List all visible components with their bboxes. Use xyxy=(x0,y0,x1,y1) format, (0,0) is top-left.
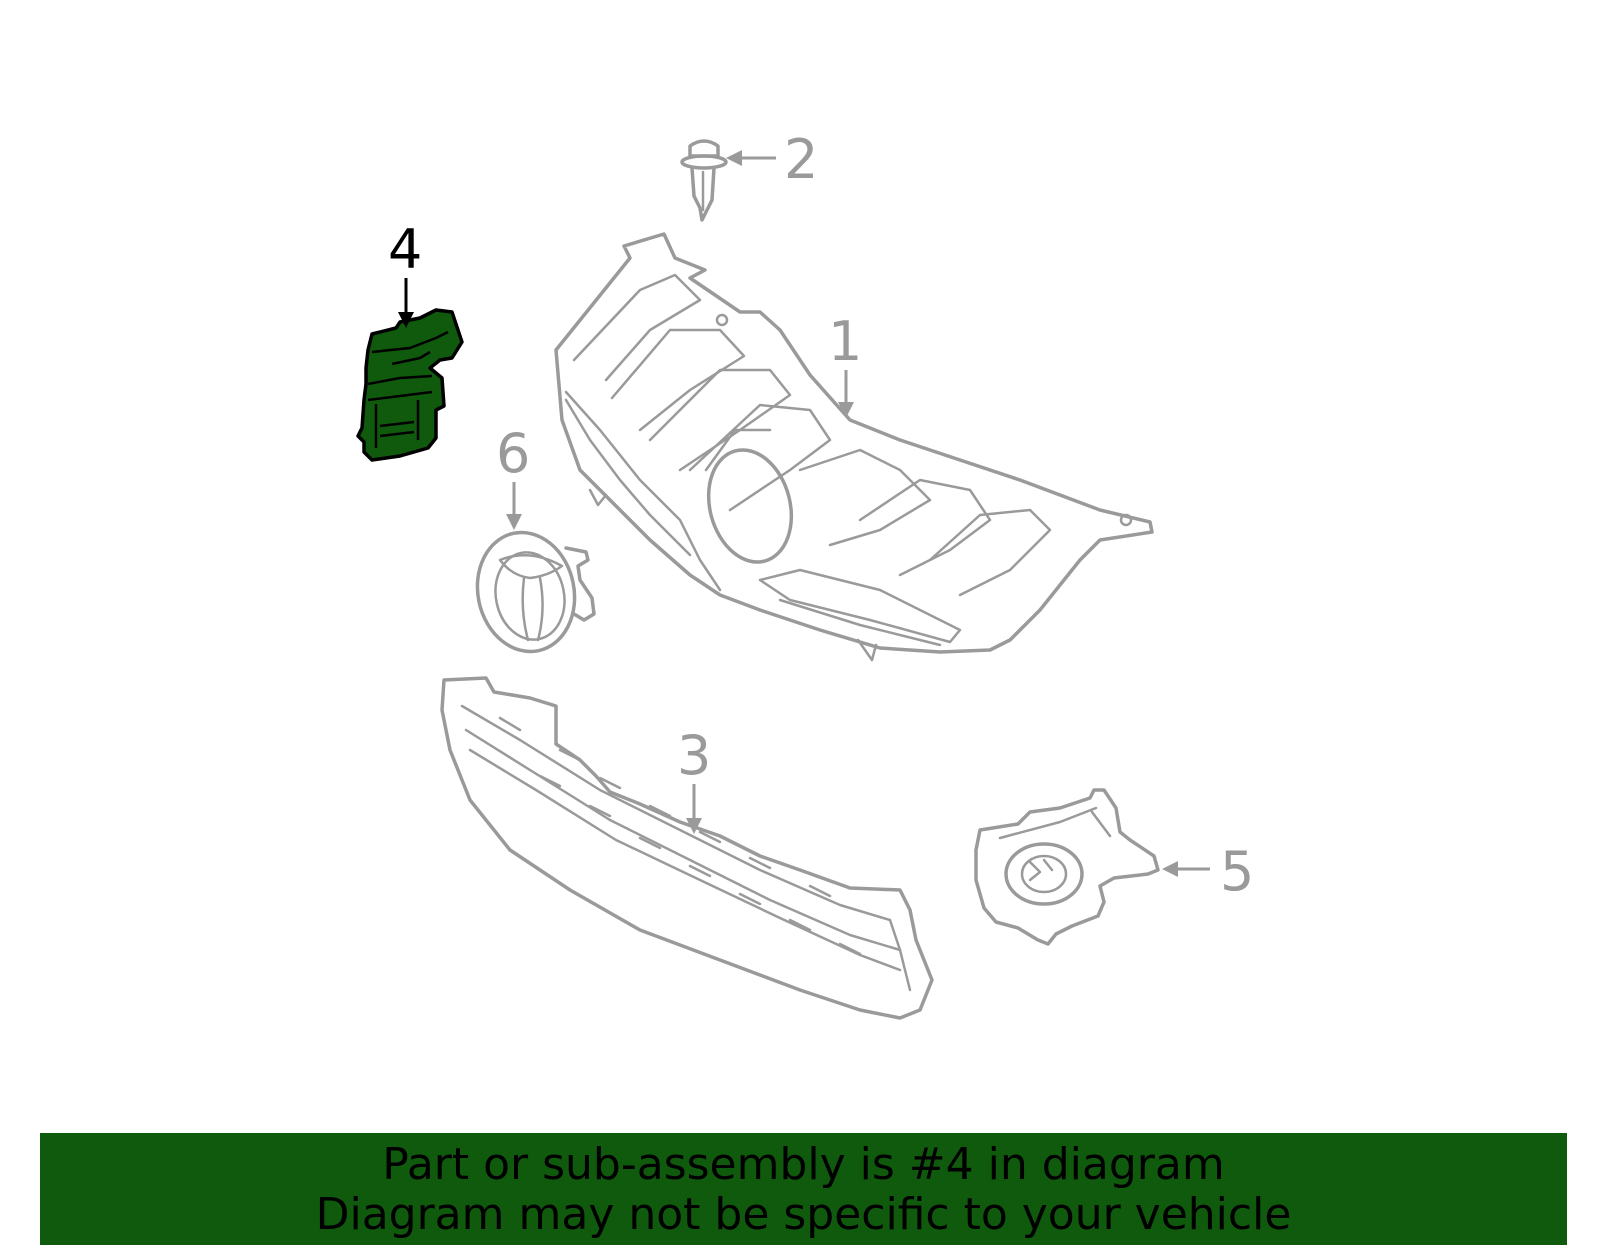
callout-6: 6 xyxy=(496,422,530,530)
footer-banner: Part or sub-assembly is #4 in diagram Di… xyxy=(40,1133,1567,1245)
callout-1: 1 xyxy=(828,310,862,418)
footer-line-1: Part or sub-assembly is #4 in diagram xyxy=(382,1139,1225,1190)
part-6-emblem[interactable] xyxy=(467,523,596,660)
callout-3-number: 3 xyxy=(677,724,711,787)
callout-5-number: 5 xyxy=(1220,840,1254,903)
part-5-fog-bezel[interactable] xyxy=(974,788,1160,946)
callout-2-number: 2 xyxy=(784,128,818,191)
callout-6-number: 6 xyxy=(496,422,530,485)
callout-2: 2 xyxy=(726,128,818,191)
callout-4-number: 4 xyxy=(388,218,422,281)
part-4-bracket[interactable] xyxy=(356,308,464,462)
part-2-clip[interactable] xyxy=(680,139,728,222)
part-3-lower-grille[interactable] xyxy=(440,676,934,1020)
callout-3: 3 xyxy=(677,724,711,834)
part-1-grille[interactable] xyxy=(554,232,1154,662)
callout-5: 5 xyxy=(1162,840,1254,903)
callout-4: 4 xyxy=(388,218,422,328)
footer-line-2: Diagram may not be specific to your vehi… xyxy=(315,1189,1292,1240)
callout-1-number: 1 xyxy=(828,310,862,373)
